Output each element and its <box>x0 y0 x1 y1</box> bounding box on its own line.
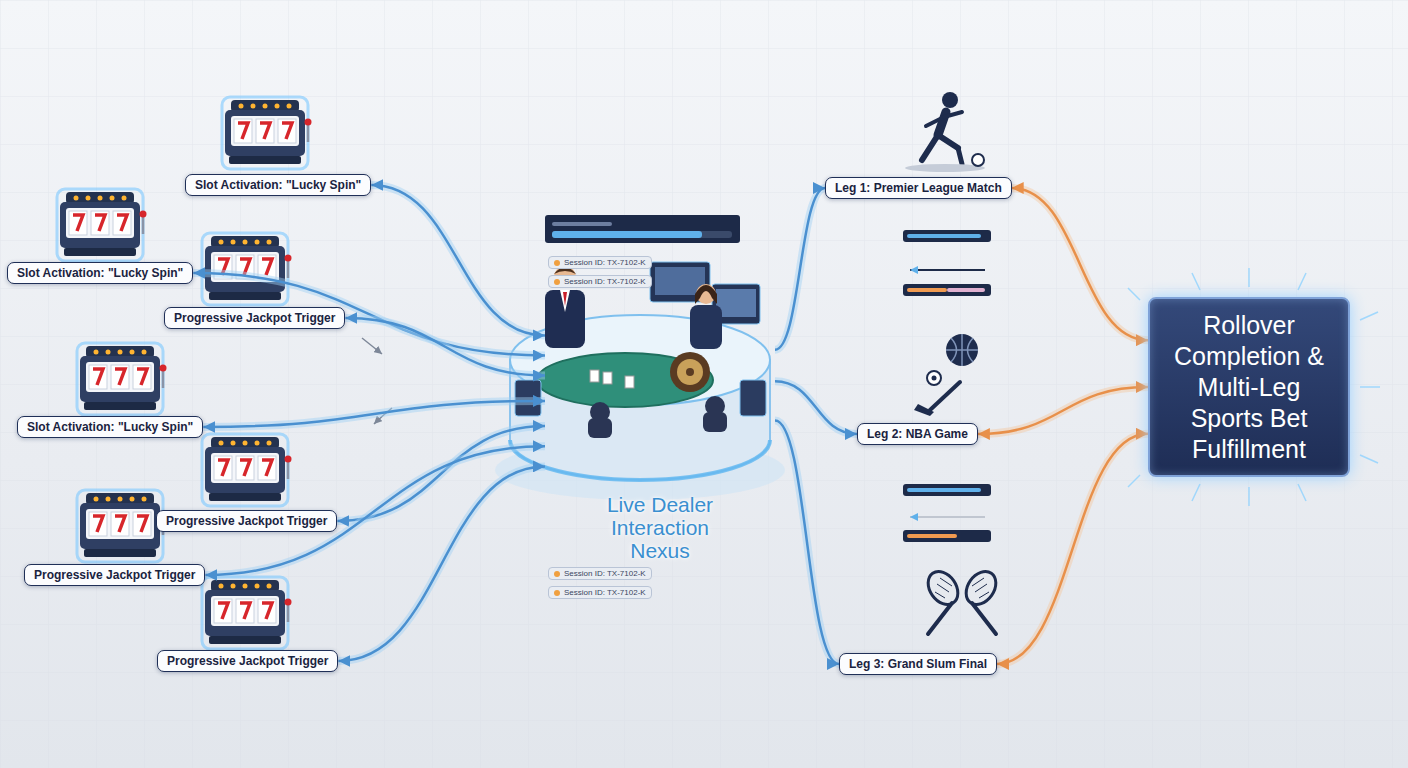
connector-glow <box>371 185 545 335</box>
nexus-node: Live Dealer Interaction Nexus <box>545 300 775 562</box>
connector-glow <box>203 401 545 427</box>
node-label: Leg 2: NBA Game <box>867 427 968 441</box>
connector-glow <box>997 434 1148 664</box>
node-label: Rollover Completion & Multi-Leg Sports B… <box>1160 310 1338 465</box>
flow-connector <box>371 185 545 335</box>
slot-label: Progressive Jackpot Trigger <box>164 307 345 329</box>
connector-glow <box>978 387 1148 434</box>
connector-glow <box>345 318 545 376</box>
bet-leg-label: Leg 3: Grand Slum Final <box>839 653 997 675</box>
slot-machine <box>222 97 312 169</box>
flow-connector <box>338 466 545 661</box>
rollover-box: Rollover Completion & Multi-Leg Sports B… <box>1148 297 1350 477</box>
slot-machine <box>202 434 292 506</box>
status-dot <box>554 260 560 266</box>
slot-machine <box>202 233 292 305</box>
soccer-player-icon <box>905 92 985 172</box>
status-bar <box>545 215 740 243</box>
bet-leg-label: Leg 1: Premier League Match <box>825 177 1012 199</box>
flow-connector <box>978 387 1148 434</box>
slot-machine <box>57 189 147 261</box>
session-chip: Session ID: TX-7102-K <box>548 586 652 599</box>
flow-connector <box>1012 188 1148 340</box>
progress-bars <box>903 230 991 542</box>
session-chip: Session ID: TX-7102-K <box>548 256 652 269</box>
connector-glow <box>1012 188 1148 340</box>
bet-leg-label: Leg 2: NBA Game <box>857 423 978 445</box>
connector-glow <box>775 421 839 665</box>
slot-label: Progressive Jackpot Trigger <box>24 564 205 586</box>
node-label: Progressive Jackpot Trigger <box>166 514 327 528</box>
glow-burst <box>1128 268 1380 506</box>
slot-machine <box>77 343 167 415</box>
status-dot <box>554 590 560 596</box>
status-dot <box>554 279 560 285</box>
node-label: Progressive Jackpot Trigger <box>174 311 335 325</box>
slot-label: Progressive Jackpot Trigger <box>156 510 337 532</box>
session-id: Session ID: TX-7102-K <box>564 258 646 267</box>
session-chip: Session ID: TX-7102-K <box>548 567 652 580</box>
flow-connector <box>997 434 1148 664</box>
slot-label: Slot Activation: "Lucky Spin" <box>185 174 371 196</box>
sports-icons <box>914 334 978 416</box>
node-label: Slot Activation: "Lucky Spin" <box>27 420 193 434</box>
flow-connector <box>345 318 545 376</box>
node-label: Progressive Jackpot Trigger <box>34 568 195 582</box>
slot-machine <box>202 577 292 649</box>
node-label: Slot Activation: "Lucky Spin" <box>17 266 183 280</box>
session-chip: Session ID: TX-7102-K <box>548 275 652 288</box>
node-label: Live Dealer Interaction Nexus <box>580 493 740 562</box>
flow-connector <box>775 421 839 665</box>
session-id: Session ID: TX-7102-K <box>564 569 646 578</box>
connector-glow <box>775 188 825 350</box>
flow-connector <box>203 401 545 427</box>
slot-label: Slot Activation: "Lucky Spin" <box>17 416 203 438</box>
session-id: Session ID: TX-7102-K <box>564 588 646 597</box>
slot-machine <box>77 490 167 562</box>
node-label: Progressive Jackpot Trigger <box>167 654 328 668</box>
slot-label: Slot Activation: "Lucky Spin" <box>7 262 193 284</box>
connector-glow <box>338 466 545 661</box>
curved-arrow <box>362 338 382 354</box>
node-label: Leg 1: Premier League Match <box>835 181 1002 195</box>
node-label: Slot Activation: "Lucky Spin" <box>195 178 361 192</box>
session-id: Session ID: TX-7102-K <box>564 277 646 286</box>
flow-connector <box>775 188 825 350</box>
slot-label: Progressive Jackpot Trigger <box>157 650 338 672</box>
node-label: Leg 3: Grand Slum Final <box>849 657 987 671</box>
tennis-rackets-icon <box>922 566 1002 634</box>
status-dot <box>554 571 560 577</box>
